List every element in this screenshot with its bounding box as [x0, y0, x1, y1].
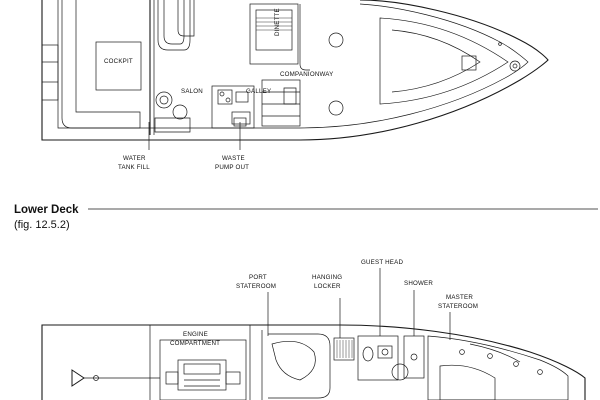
figure-reference: (fig. 12.5.2): [14, 219, 70, 231]
label-port-stateroom-1: PORT: [249, 274, 267, 281]
label-engine-compartment-2: COMPARTMENT: [170, 340, 220, 347]
hanging-locker: [333, 337, 355, 361]
cockpit-seating: [61, 0, 141, 129]
lower-deck-plan: PORT STATEROOM HANGING LOCKER GUEST HEAD…: [41, 259, 586, 400]
guest-head: [357, 335, 409, 381]
salon-seating: [157, 0, 191, 51]
label-port-stateroom-2: STATEROOM: [236, 283, 276, 290]
dinette-table: [328, 32, 344, 48]
label-master-stateroom-2: STATEROOM: [438, 303, 478, 310]
galley-counter: [211, 85, 255, 129]
label-companionway: COMPANIONWAY: [280, 71, 334, 78]
label-water-tank-fill-2: TANK FILL: [118, 164, 150, 171]
upper-hull-outline: [41, 0, 549, 141]
label-hanging-locker-1: HANGING: [312, 274, 342, 281]
shower-area: [403, 335, 425, 379]
stove-icon: [217, 89, 233, 105]
upper-deck-plan: COCKPIT SALON GALLEY DINETTE COMPANIONWA…: [41, 0, 549, 171]
propeller-icon: [71, 369, 160, 387]
master-stateroom: [427, 335, 569, 400]
label-shower: SHOWER: [404, 280, 433, 287]
upper-inner-rail: [57, 0, 529, 129]
label-salon: SALON: [181, 88, 203, 95]
forward-hatch: [379, 17, 521, 105]
label-waste-pump-out-2: PUMP OUT: [215, 164, 249, 171]
label-water-tank-fill-1: WATER: [123, 155, 146, 162]
label-hanging-locker-2: LOCKER: [314, 283, 341, 290]
lower-deck-title: Lower Deck: [14, 204, 79, 216]
lower-deck-heading: Lower Deck (fig. 12.5.2): [14, 204, 598, 231]
label-galley: GALLEY: [246, 88, 271, 95]
cockpit-area: [95, 41, 142, 91]
helm-chair-icon: [154, 91, 191, 133]
companionway-steps: [261, 79, 301, 127]
label-waste-pump-out-1: WASTE: [222, 155, 245, 162]
label-dinette: DINETTE: [274, 8, 281, 36]
label-master-stateroom-1: MASTER: [446, 294, 473, 301]
label-cockpit: COCKPIT: [104, 58, 133, 65]
label-engine-compartment-1: ENGINE: [183, 331, 208, 338]
engine-icon: [165, 359, 241, 391]
transom-step: [41, 44, 59, 101]
port-stateroom: [261, 330, 331, 400]
lower-hull-outline: [41, 324, 586, 400]
engine-compartment: [159, 339, 247, 400]
label-guest-head: GUEST HEAD: [361, 259, 403, 266]
dinette-area: [249, 3, 299, 65]
